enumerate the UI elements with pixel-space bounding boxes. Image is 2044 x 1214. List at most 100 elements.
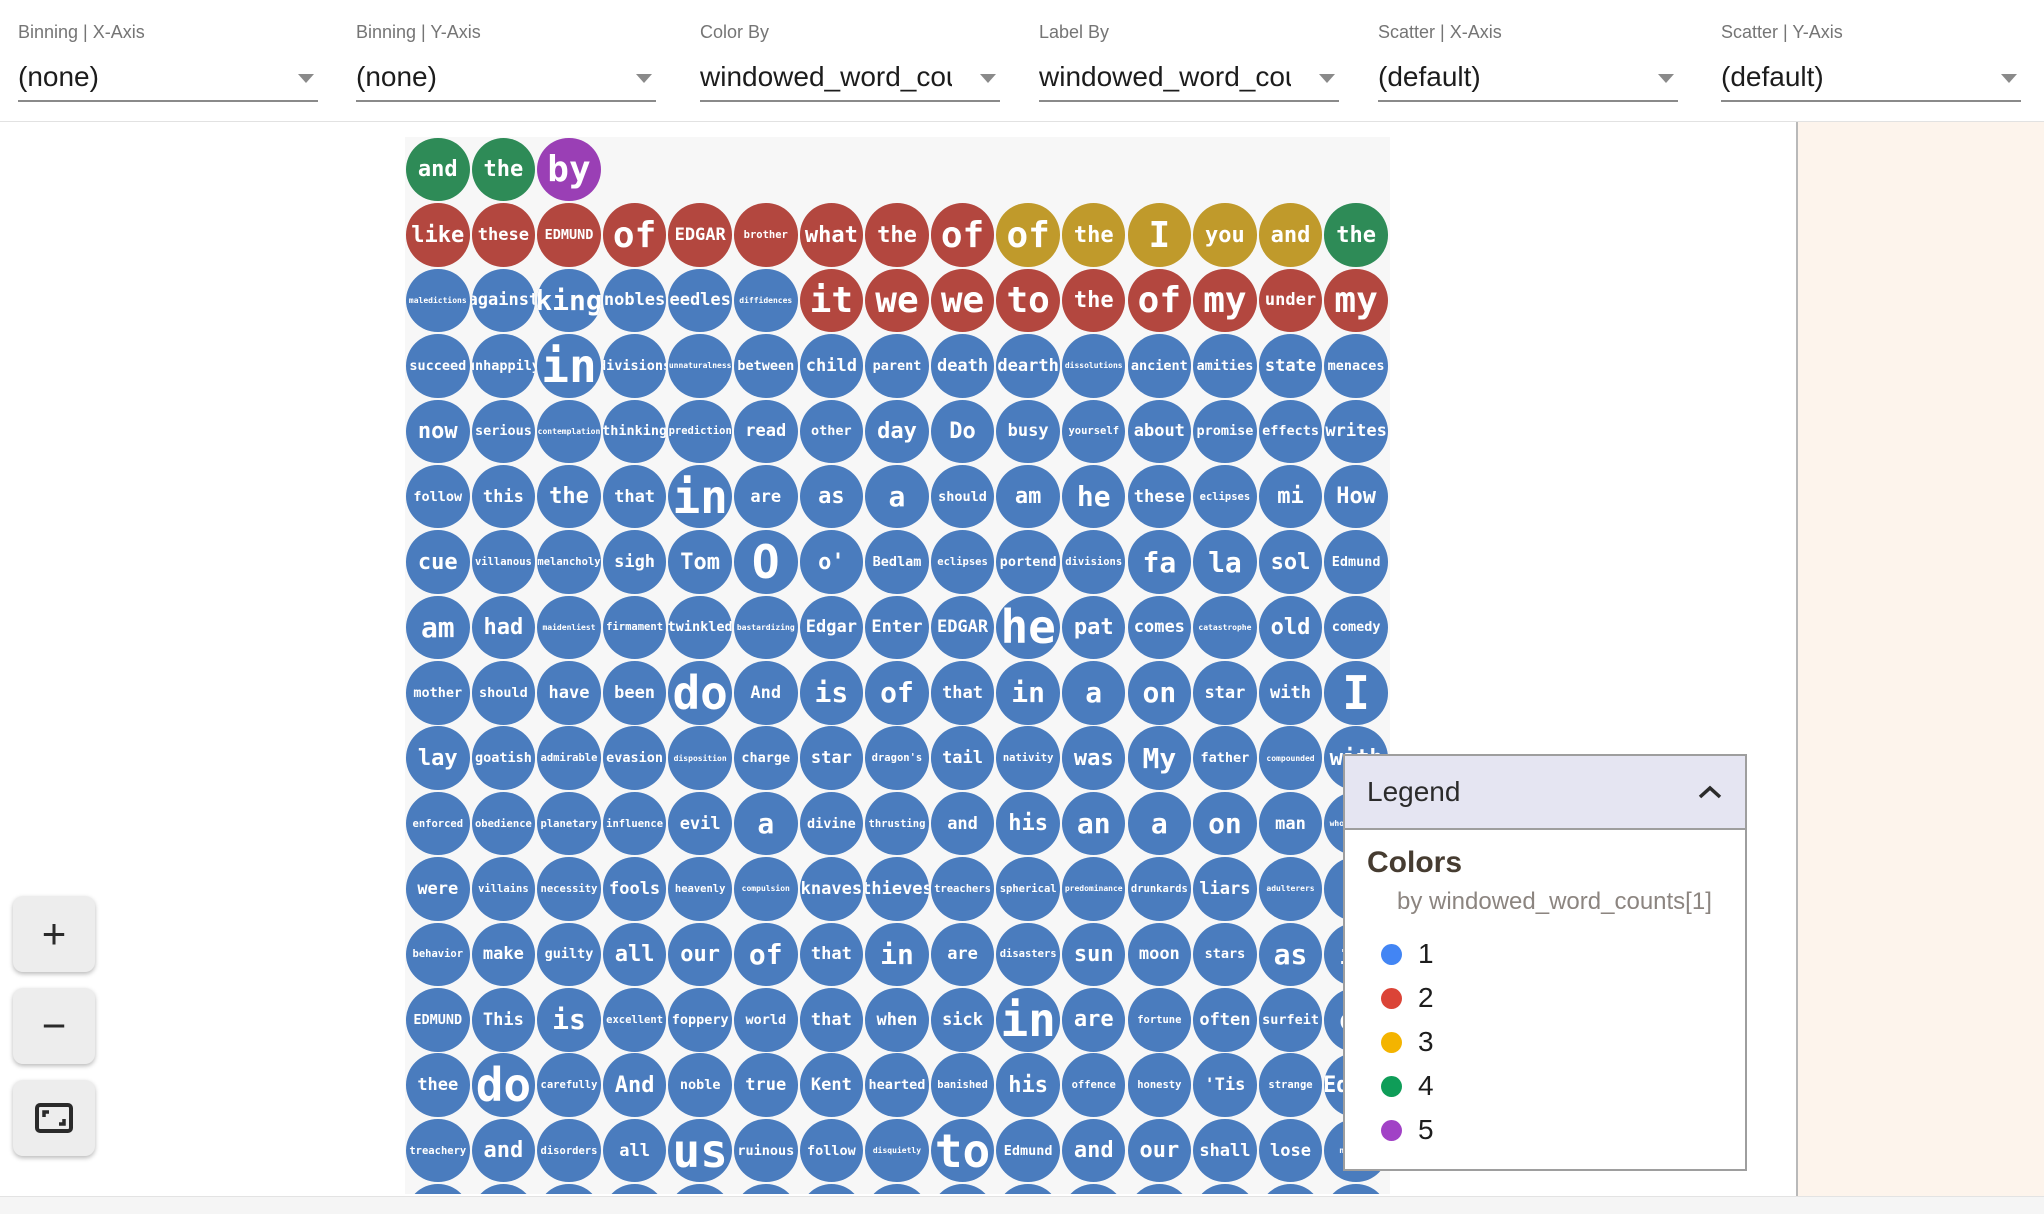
word-bubble[interactable]: he	[1061, 464, 1126, 529]
word-bubble[interactable]: treachery	[406, 1118, 470, 1183]
word-bubble[interactable]: predominance	[1061, 857, 1126, 921]
word-bubble[interactable]: are	[734, 464, 798, 529]
word-bubble[interactable]: are	[1061, 988, 1126, 1052]
word-bubble[interactable]: needless	[668, 268, 732, 333]
word-bubble[interactable]: twinkled	[668, 595, 732, 660]
word-bubble[interactable]: EDGAR	[930, 595, 995, 660]
word-bubble[interactable]: sigh	[602, 530, 667, 594]
word-bubble[interactable]: an	[1061, 791, 1126, 856]
toolbar-select-value-area[interactable]: (none)	[356, 54, 656, 102]
word-bubble[interactable]: child	[799, 334, 864, 398]
word-bubble[interactable]: influence	[602, 791, 667, 856]
word-bubble[interactable]: Edgar	[799, 595, 864, 660]
chevron-down-icon[interactable]	[1319, 74, 1335, 83]
word-bubble[interactable]: a	[1061, 661, 1126, 725]
word-bubble[interactable]: Edmund	[1324, 530, 1388, 594]
word-bubble[interactable]: father	[1193, 726, 1257, 790]
word-bubble[interactable]: to	[930, 1118, 995, 1183]
word-bubble[interactable]: by	[537, 137, 601, 202]
word-bubble[interactable]: mi	[1258, 464, 1323, 529]
word-bubble[interactable]: obedience	[471, 791, 536, 856]
word-bubble[interactable]: menaces	[1324, 334, 1388, 398]
word-bubble[interactable]: comedy	[1324, 595, 1388, 660]
word-bubble[interactable]: the	[1061, 203, 1126, 267]
word-bubble[interactable]	[1324, 1184, 1388, 1194]
toolbar-select-scatter-y-axis[interactable]: Scatter | Y-Axis(default)	[1721, 22, 2021, 112]
toolbar-select-scatter-x-axis[interactable]: Scatter | X-Axis(default)	[1378, 22, 1678, 112]
word-bubble[interactable]: had	[471, 595, 536, 660]
word-bubble[interactable]: my	[1193, 268, 1257, 333]
word-bubble[interactable]: follow	[799, 1118, 864, 1183]
word-bubble[interactable]: drunkards	[1127, 857, 1192, 921]
word-bubble[interactable]: busy	[996, 399, 1060, 463]
word-bubble[interactable]: sol	[1258, 530, 1323, 594]
word-bubble[interactable]: melancholy	[537, 530, 601, 594]
word-bubble[interactable]: behavior	[406, 922, 470, 987]
word-bubble[interactable]: his	[996, 1053, 1060, 1117]
word-bubble[interactable]: disorders	[537, 1118, 601, 1183]
word-bubble[interactable]: we	[865, 268, 929, 333]
word-bubble[interactable]: that	[602, 464, 667, 529]
word-bubble[interactable]: a	[1127, 791, 1192, 856]
word-bubble[interactable]	[799, 1184, 864, 1194]
word-bubble[interactable]: a	[865, 464, 929, 529]
word-bubble[interactable]	[1127, 1184, 1192, 1194]
word-bubble[interactable]: Kent	[799, 1053, 864, 1117]
word-bubble[interactable]: with	[1258, 661, 1323, 725]
word-bubble[interactable]: lay	[406, 726, 470, 790]
word-bubble[interactable]: about	[1127, 399, 1192, 463]
word-bubble[interactable]	[537, 1184, 601, 1194]
chevron-up-icon[interactable]	[1697, 784, 1723, 800]
word-bubble[interactable]: serious	[471, 399, 536, 463]
word-bubble[interactable]: you	[1193, 203, 1257, 267]
word-bubble[interactable]: lose	[1258, 1118, 1323, 1183]
toolbar-select-value-area[interactable]: (default)	[1378, 54, 1678, 102]
word-bubble[interactable]: make	[471, 922, 536, 987]
fit-to-screen-button[interactable]	[13, 1080, 95, 1156]
word-bubble[interactable]	[1193, 1184, 1257, 1194]
word-bubble[interactable]: fortune	[1127, 988, 1192, 1052]
word-bubble[interactable]	[1258, 1184, 1323, 1194]
word-bubble[interactable]: is	[537, 988, 601, 1052]
word-bubble[interactable]: against	[471, 268, 536, 333]
word-bubble[interactable]: the	[1061, 268, 1126, 333]
word-bubble[interactable]: dissolutions	[1061, 334, 1126, 398]
word-bubble[interactable]: succeed	[406, 334, 470, 398]
word-bubble[interactable]: contemplation	[537, 399, 601, 463]
chevron-down-icon[interactable]	[636, 74, 652, 83]
word-bubble[interactable]: death	[930, 334, 995, 398]
word-bubble[interactable]: and	[1258, 203, 1323, 267]
word-bubble[interactable]: foppery	[668, 988, 732, 1052]
word-bubble[interactable]	[865, 1184, 929, 1194]
word-bubble[interactable]: and	[930, 791, 995, 856]
word-bubble[interactable]	[406, 1184, 470, 1194]
word-bubble[interactable]: prediction	[668, 399, 732, 463]
word-bubble[interactable]: as	[799, 464, 864, 529]
word-bubble[interactable]: nativity	[996, 726, 1060, 790]
word-bubble[interactable]: EDGAR	[668, 203, 732, 267]
word-bubble[interactable]: our	[668, 922, 732, 987]
word-bubble[interactable]: he	[996, 595, 1060, 660]
word-bubble[interactable]: Do	[930, 399, 995, 463]
word-bubble[interactable]: state	[1258, 334, 1323, 398]
word-bubble[interactable]: divisions	[1061, 530, 1126, 594]
word-bubble[interactable]: king	[537, 268, 601, 333]
word-bubble[interactable]: often	[1193, 988, 1257, 1052]
word-bubble[interactable]: his	[996, 791, 1060, 856]
word-bubble[interactable]: o'	[799, 530, 864, 594]
word-bubble[interactable]: what	[799, 203, 864, 267]
word-bubble[interactable]: is	[799, 661, 864, 725]
zoom-in-button[interactable]: +	[13, 896, 95, 972]
word-bubble[interactable]: nobles	[602, 268, 667, 333]
word-bubble[interactable]: dearth	[996, 334, 1060, 398]
word-bubble[interactable]: the	[537, 464, 601, 529]
word-bubble[interactable]: of	[734, 922, 798, 987]
word-bubble[interactable]: charge	[734, 726, 798, 790]
word-bubble[interactable]: are	[930, 922, 995, 987]
word-bubble[interactable]: carefully	[537, 1053, 601, 1117]
word-bubble[interactable]: comes	[1127, 595, 1192, 660]
word-bubble[interactable]: And	[602, 1053, 667, 1117]
word-bubble[interactable]: read	[734, 399, 798, 463]
word-bubble[interactable]: and	[406, 137, 470, 202]
